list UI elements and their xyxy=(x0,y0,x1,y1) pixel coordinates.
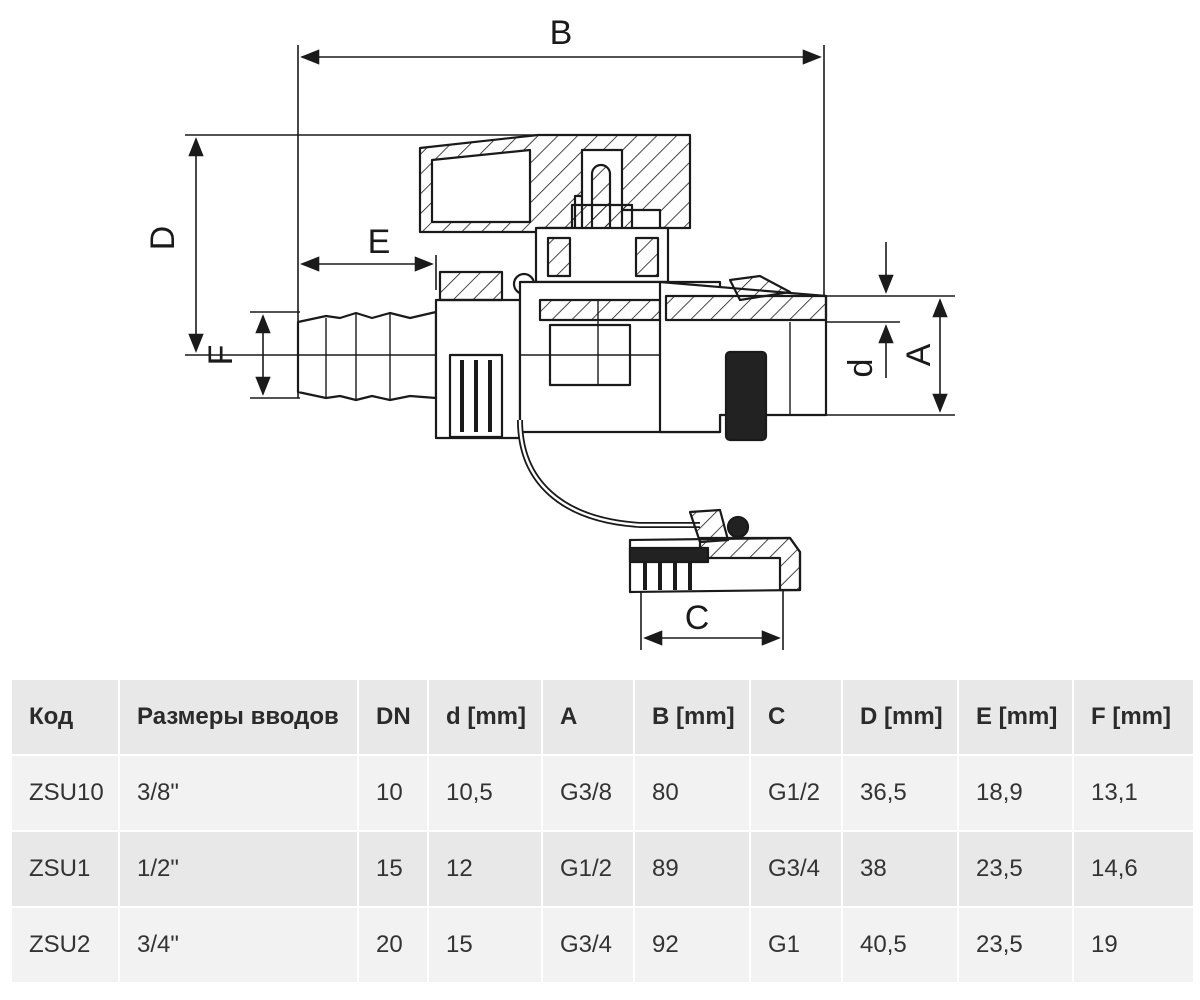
table-cell: 92 xyxy=(633,907,750,984)
table-cell: 20 xyxy=(357,907,428,984)
table-cell: 15 xyxy=(357,831,428,908)
cap-chain xyxy=(517,419,700,528)
table-cell: 10,5 xyxy=(427,755,542,832)
label-d: d xyxy=(842,359,880,378)
table-cell: 13,1 xyxy=(1072,755,1193,832)
table-header-row: Код Размеры вводов DN d [mm] A B [mm] C … xyxy=(10,680,1193,756)
table-cell: 15 xyxy=(427,907,542,984)
header-code: Код xyxy=(10,680,119,756)
table-cell: 12 xyxy=(427,831,542,908)
header-a: A xyxy=(541,680,634,756)
label-B: B xyxy=(550,14,573,52)
header-e: E [mm] xyxy=(957,680,1073,756)
label-A: A xyxy=(900,343,938,366)
table-cell: G3/4 xyxy=(749,831,842,908)
table-cell: 80 xyxy=(633,755,750,832)
table-cell: G1 xyxy=(749,907,842,984)
table-cell: ZSU10 xyxy=(10,755,119,832)
specifications-table: Код Размеры вводов DN d [mm] A B [mm] C … xyxy=(10,680,1193,984)
table-row: ZSU10 3/8" 10 10,5 G3/8 80 G1/2 36,5 18,… xyxy=(10,755,1193,832)
label-E: E xyxy=(368,223,391,261)
hose-barb xyxy=(296,310,438,402)
dimension-lines xyxy=(188,49,948,646)
table-cell: G1/2 xyxy=(541,831,634,908)
header-inlet-sizes: Размеры вводов xyxy=(118,680,358,756)
table-row: ZSU1 1/2" 15 12 G1/2 89 G3/4 38 23,5 14,… xyxy=(10,831,1193,908)
header-b: B [mm] xyxy=(633,680,750,756)
table-cell: 3/4" xyxy=(118,907,358,984)
table-cell: 89 xyxy=(633,831,750,908)
table-cell: 18,9 xyxy=(957,755,1073,832)
table-cell: 3/8" xyxy=(118,755,358,832)
header-f: F [mm] xyxy=(1072,680,1193,756)
label-D: D xyxy=(144,226,182,251)
table-cell: 23,5 xyxy=(957,831,1073,908)
seal-ring xyxy=(724,350,768,442)
table-row: ZSU2 3/4" 20 15 G3/4 92 G1 40,5 23,5 19 xyxy=(10,907,1193,984)
header-d: d [mm] xyxy=(427,680,542,756)
table-cell: 23,5 xyxy=(957,907,1073,984)
dimension-labels: B D E F d A C xyxy=(144,14,938,637)
label-C: C xyxy=(685,599,710,637)
table-cell: 1/2" xyxy=(118,831,358,908)
table-cell: G3/4 xyxy=(541,907,634,984)
header-c: C xyxy=(749,680,842,756)
table-cell: 19 xyxy=(1072,907,1193,984)
table-cell: ZSU2 xyxy=(10,907,119,984)
header-d-mm: D [mm] xyxy=(841,680,958,756)
table-cell: G3/8 xyxy=(541,755,634,832)
valve-body xyxy=(296,133,828,594)
table-cell: ZSU1 xyxy=(10,831,119,908)
label-F: F xyxy=(202,345,240,366)
table-cell: 10 xyxy=(357,755,428,832)
header-dn: DN xyxy=(357,680,428,756)
table-cell: G1/2 xyxy=(749,755,842,832)
table-cell: 40,5 xyxy=(841,907,958,984)
table-cell: 36,5 xyxy=(841,755,958,832)
table-cell: 14,6 xyxy=(1072,831,1193,908)
valve-technical-drawing: B D E F d A C xyxy=(144,14,955,650)
table-cell: 38 xyxy=(841,831,958,908)
